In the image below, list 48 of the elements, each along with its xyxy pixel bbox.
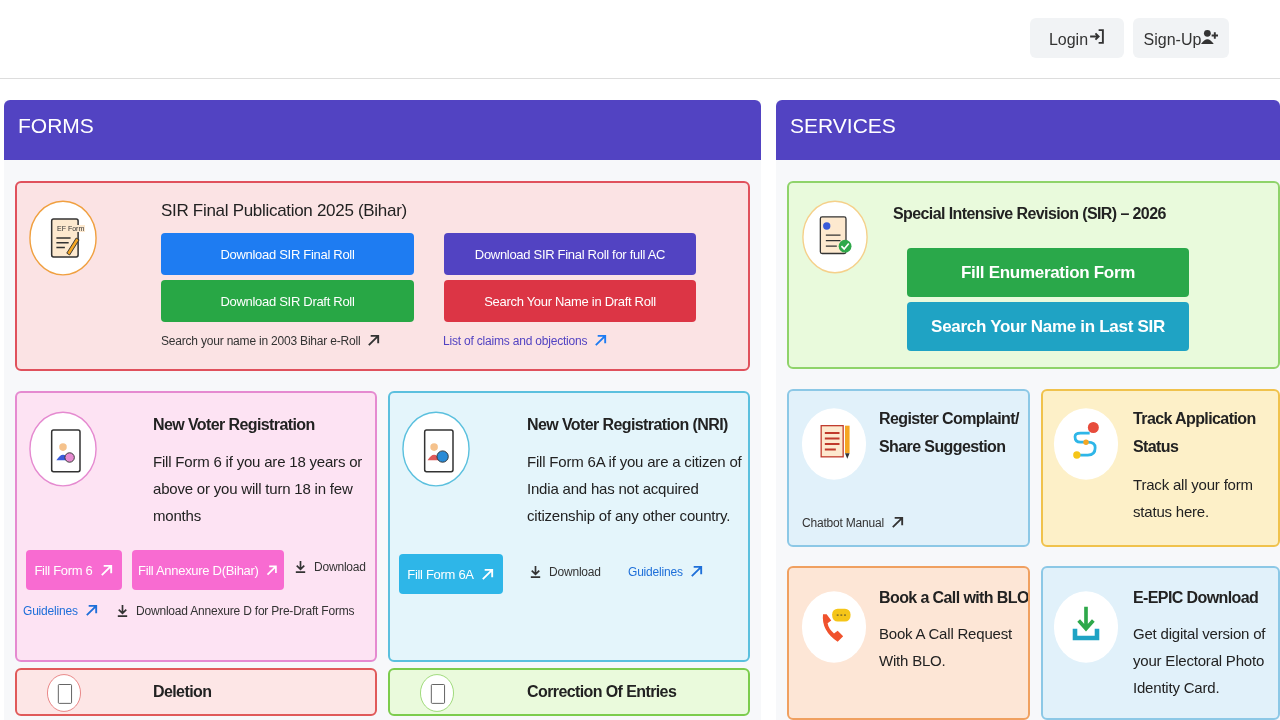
fill-form-button: Fill Enumeration Form xyxy=(907,248,1189,297)
card-title: Correction Of Entries xyxy=(527,682,678,702)
services-panel xyxy=(776,100,1280,720)
forms-panel xyxy=(4,100,761,720)
tracking-card xyxy=(1041,389,1280,547)
panel-header: SERVICES xyxy=(776,100,1280,160)
card-title: New Voter Registration (NRI) xyxy=(527,415,729,435)
card-description: Track all your form status here. xyxy=(1133,475,1254,522)
card-title: Book a Call with BLO xyxy=(879,588,1028,608)
fill-form-button: Fill Annexure D(Bihar) xyxy=(132,550,284,590)
download-button: Download SIR Draft Roll xyxy=(161,280,414,322)
search-button: Search Your Name in Draft Roll xyxy=(444,280,696,322)
external-link: List of claims and objections xyxy=(443,333,609,348)
card-description: Fill Form 6 if you are 18 years or above or you will turn 18 in few months xyxy=(153,452,364,526)
external-link: Guidelines xyxy=(23,603,99,618)
external-link: Chatbot Manual xyxy=(802,515,905,530)
fill-form-button: Fill Form 6A xyxy=(399,554,503,594)
correction-card xyxy=(388,668,750,716)
download-card xyxy=(1041,566,1280,720)
download-link: Download xyxy=(528,564,601,579)
search-button: Search Your Name in Last SIR xyxy=(907,302,1189,351)
complaint-card xyxy=(787,389,1030,547)
card-title: Register Complaint/ Share Suggestion xyxy=(879,409,1021,457)
fill-form-button: Fill Form 6 xyxy=(26,550,122,590)
panel-header: FORMS xyxy=(4,100,761,160)
card-title: SIR Final Publication 2025 (Bihar) xyxy=(161,201,407,221)
deletion-card xyxy=(15,668,377,716)
registration-card xyxy=(15,391,377,662)
card-title: Special Intensive Revision (SIR) – 2026 xyxy=(893,204,1167,224)
card-description: Fill Form 6A if you are a citizen of India and has not acquired citizenship of any other country. xyxy=(527,452,742,526)
publication-card xyxy=(15,181,750,371)
external-link: Search your name in 2003 Bihar e-Roll xyxy=(161,333,382,348)
card-title: Deletion xyxy=(153,682,213,702)
download-button: Download SIR Final Roll xyxy=(161,233,414,275)
download-link: Download xyxy=(293,559,366,574)
card-title: Track Application Status xyxy=(1133,409,1257,457)
registration-card xyxy=(388,391,750,662)
card-title: E-EPIC Download xyxy=(1133,588,1260,608)
revision-card xyxy=(787,181,1280,369)
card-description: Book A Call Request With BLO. xyxy=(879,624,1013,671)
card-title: New Voter Registration xyxy=(153,415,316,435)
external-link: Guidelines xyxy=(628,564,704,579)
download-button: Download SIR Final Roll for full AC xyxy=(444,233,696,275)
login-button: Login xyxy=(1030,18,1124,58)
download-link: Download Annexure D for Pre-Draft Forms xyxy=(115,603,355,618)
sign-up-button: Sign-Up xyxy=(1133,18,1229,58)
call-booking-card xyxy=(787,566,1030,720)
card-description: Get digital version of your Electoral Photo Identity Card. xyxy=(1133,624,1267,698)
